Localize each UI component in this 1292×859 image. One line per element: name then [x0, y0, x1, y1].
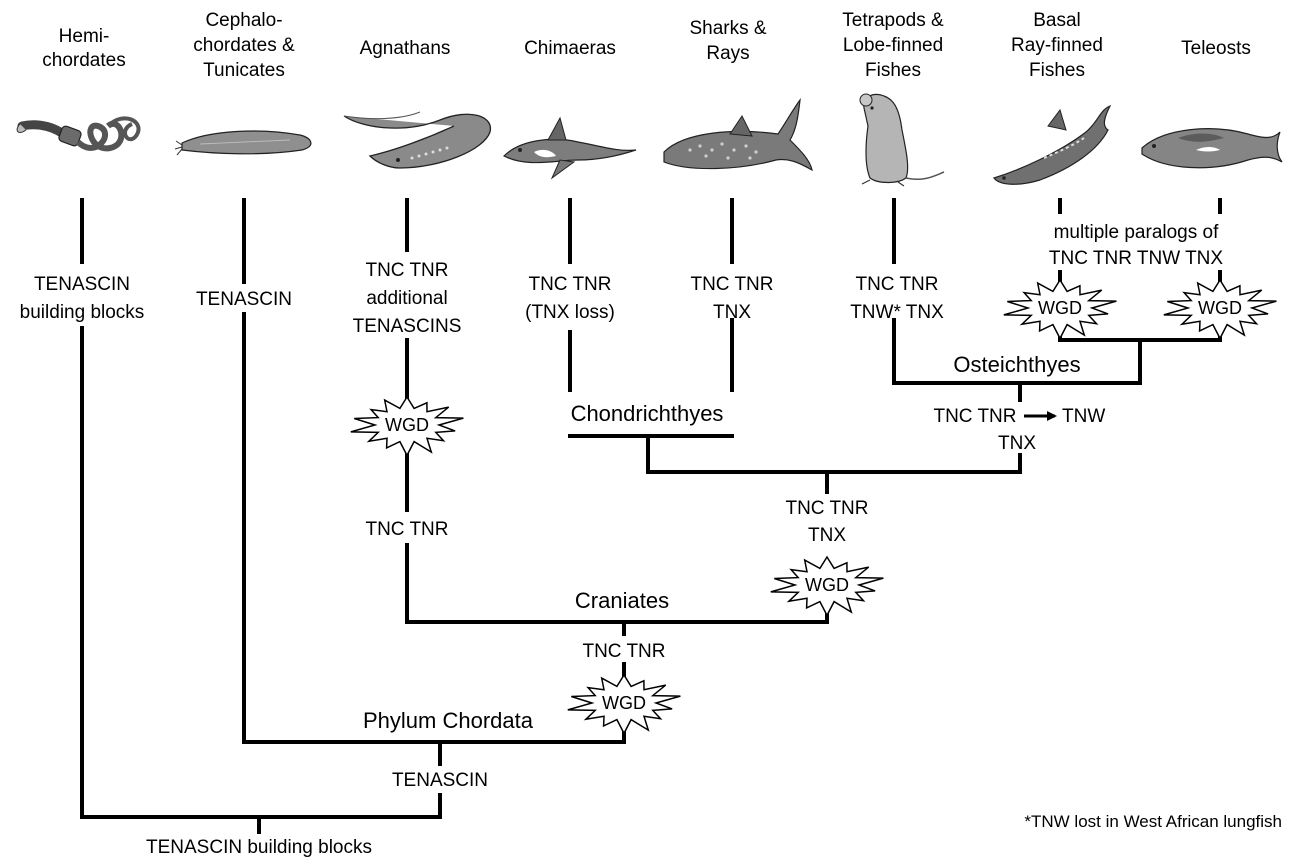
wgd-burst-chordates: WGD [568, 675, 681, 733]
gene-label-sharks: TNC TNR TNX [690, 274, 773, 323]
taxon-header-line: Tetrapods & [842, 10, 944, 31]
lamprey-icon [344, 112, 490, 168]
gene-label-line: TNC TNR TNW TNX [1049, 248, 1223, 269]
wgd-label: WGD [1198, 298, 1242, 318]
taxon-header-agnathans: Agnathans [360, 38, 451, 59]
taxon-header-line: Fishes [1029, 60, 1085, 81]
taxon-header-sharks: Sharks & Rays [689, 18, 766, 64]
clade-label-chordata: Phylum Chordata [363, 708, 534, 733]
gene-label-agnathans: TNC TNR additional TENASCINS [353, 260, 462, 337]
taxon-header-line: Basal [1033, 10, 1081, 31]
gene-label-line: TNX [998, 433, 1036, 454]
gene-label-line: additional [366, 288, 447, 309]
gene-label-line: TENASCINS [353, 316, 462, 337]
gene-label-line: TNW* TNX [850, 302, 944, 323]
gene-label-ray-finned: multiple paralogs of TNC TNR TNW TNX [1049, 222, 1223, 269]
gene-label-line: TENASCIN [34, 274, 130, 295]
taxon-header-line: chordates [42, 50, 125, 71]
chimaera-icon [504, 118, 636, 178]
gene-label-osteichthyes-stem: TNC TNR TNX TNW [933, 406, 1105, 454]
gene-label-chimaeras: TNC TNR (TNX loss) [525, 274, 615, 323]
gene-label-line: (TNX loss) [525, 302, 615, 323]
wgd-burst-basal-ray-finned: WGD [1004, 280, 1117, 338]
gene-label-line: TNX [808, 525, 846, 546]
taxon-header-line: Rays [706, 43, 749, 64]
wgd-label: WGD [1038, 298, 1082, 318]
gene-label-line: TNX [713, 302, 751, 323]
gene-label-line: TNC TNR [690, 274, 773, 295]
gene-label-line: building blocks [20, 302, 145, 323]
taxon-header-hemichordates: Hemi- chordates [42, 26, 125, 71]
wgd-label: WGD [385, 415, 429, 435]
gene-label-tetrapods: TNC TNR TNW* TNX [850, 274, 944, 323]
taxon-header-line: Ray-finned [1011, 35, 1103, 56]
rat-icon [860, 94, 944, 186]
gene-label-craniates-stem: TNC TNR [582, 641, 665, 662]
taxon-header-chimaeras: Chimaeras [524, 38, 616, 59]
wgd-burst-gnathostomes: WGD [771, 557, 884, 615]
gene-label-line: TNC TNR [933, 406, 1016, 427]
tuna-icon [1142, 129, 1282, 168]
acorn-worm-icon [17, 118, 138, 148]
gene-label-agnathans-stem: TNC TNR [365, 519, 448, 540]
clade-label-chondrichthyes: Chondrichthyes [571, 401, 724, 426]
gene-label-line: TNC TNR [785, 498, 868, 519]
clade-label-craniates: Craniates [575, 588, 669, 613]
clade-label-osteichthyes: Osteichthyes [953, 352, 1080, 377]
gene-label-chordata-stem: TENASCIN [392, 770, 488, 791]
lancelet-icon [175, 131, 311, 155]
gene-label-gnathostomes: TNC TNR TNX [785, 498, 868, 546]
taxon-header-basal-ray-finned: Basal Ray-finned Fishes [1011, 10, 1103, 81]
gene-label-line: TNC TNR [365, 260, 448, 281]
gene-label-line: TNC TNR [528, 274, 611, 295]
taxon-header-cephalochordates: Cephalo- chordates & Tunicates [193, 10, 295, 81]
taxon-header-teleosts: Teleosts [1181, 38, 1251, 59]
taxon-header-line: Tunicates [203, 60, 285, 81]
gene-label-line: multiple paralogs of [1054, 222, 1219, 243]
taxon-header-tetrapods: Tetrapods & Lobe-finned Fishes [842, 10, 944, 81]
sturgeon-icon [994, 106, 1110, 184]
footnote: *TNW lost in West African lungfish [1024, 812, 1282, 831]
gene-label-line: TNC TNR [855, 274, 938, 295]
taxon-header-line: Fishes [865, 60, 921, 81]
taxon-header-line: chordates & [193, 35, 295, 56]
wgd-burst-agnathans: WGD [351, 397, 464, 455]
wgd-label: WGD [805, 575, 849, 595]
wgd-label: WGD [602, 693, 646, 713]
taxon-header-line: Lobe-finned [843, 35, 943, 56]
gene-label-line: TNW [1062, 406, 1105, 427]
taxon-header-line: Cephalo- [205, 10, 282, 31]
taxon-header-line: Sharks & [689, 18, 766, 39]
wgd-burst-teleosts: WGD [1164, 280, 1277, 338]
taxon-header-line: Hemi- [59, 26, 110, 47]
gene-label-cephalochordates: TENASCIN [196, 289, 292, 310]
gene-label-hemichordates: TENASCIN building blocks [20, 274, 145, 323]
gene-label-root: TENASCIN building blocks [146, 837, 372, 858]
whale-shark-icon [664, 100, 812, 170]
